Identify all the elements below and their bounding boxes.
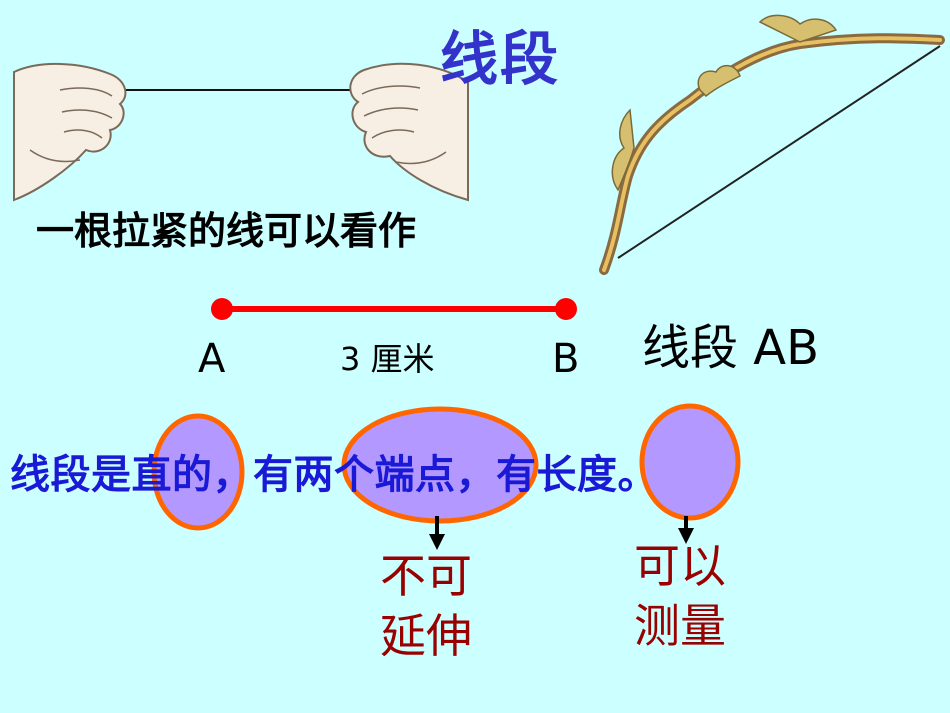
endpoints-note: 不可 延伸 <box>380 546 472 666</box>
bow-illustration <box>599 14 945 275</box>
length-note: 可以 测量 <box>634 536 726 656</box>
point-a-label: A <box>198 336 226 382</box>
slide-title: 线段 <box>440 25 561 93</box>
arrow-down-icon <box>429 516 445 550</box>
segment-name-label: 线段 AB <box>642 320 820 376</box>
highlight-straight-ellipse <box>151 413 245 531</box>
endpoints-note-line-2: 延伸 <box>380 609 472 663</box>
length-note-line-2: 测量 <box>634 599 726 653</box>
definition-sentence: 线段是直的，有两个端点，有长度。 <box>10 452 658 498</box>
endpoint-a-dot <box>211 298 233 320</box>
length-note-line-1: 可以 <box>634 539 726 593</box>
highlight-length-ellipse <box>639 403 741 521</box>
highlight-endpoints-ellipse <box>341 406 539 524</box>
segment-length-label: 3 厘米 <box>340 340 435 378</box>
caption-text: 一根拉紧的线可以看作 <box>36 209 417 253</box>
endpoints-note-line-1: 不可 <box>380 549 472 603</box>
point-b-label: B <box>552 336 580 382</box>
segment-ab <box>211 298 577 320</box>
endpoint-b-dot <box>555 298 577 320</box>
arrow-down-icon <box>678 516 694 544</box>
hands-holding-string-illustration <box>13 62 469 202</box>
